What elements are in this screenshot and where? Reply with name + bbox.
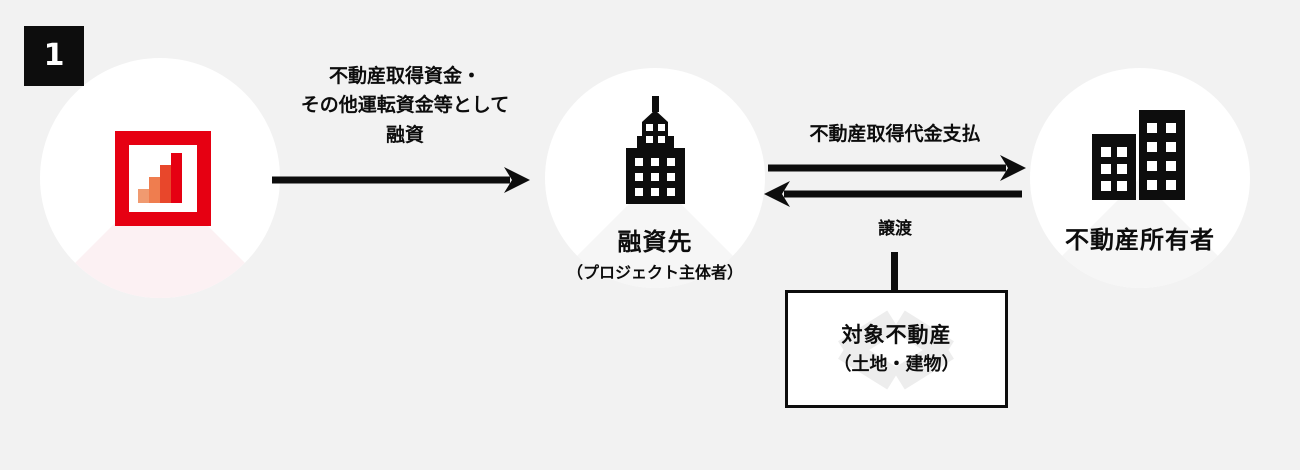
step-number-badge: 1 xyxy=(24,26,84,86)
edge-loan-label: 不動産取得資金・ その他運転資金等として 融資 xyxy=(262,62,548,150)
office-tower-icon xyxy=(626,96,685,204)
edge-payment-arrows xyxy=(764,155,1026,207)
node-borrower-label: 融資先 xyxy=(617,228,693,256)
node-property-box: 対象不動産 （土地・建物） xyxy=(785,290,1008,408)
edge-payment-label: 不動産取得代金支払 xyxy=(809,123,981,145)
node-borrower-caption: 融資先 （プロジェクト主体者） xyxy=(525,226,785,284)
node-property-sublabel: （土地・建物） xyxy=(833,354,960,376)
edge-loan-line3: 融資 xyxy=(385,123,424,146)
node-borrower-sublabel: （プロジェクト主体者） xyxy=(566,263,743,283)
two-buildings-icon xyxy=(1092,110,1185,200)
edge-payment-arrow-right xyxy=(768,155,1026,181)
edge-return-arrow-left xyxy=(764,181,1022,207)
node-owner-label: 不動産所有者 xyxy=(1065,226,1215,254)
node-owner-caption: 不動産所有者 xyxy=(1030,224,1250,256)
node-property-label: 対象不動産 xyxy=(841,322,952,347)
step-number-label: 1 xyxy=(43,38,65,73)
edge-loan-line2: その他運転資金等として xyxy=(300,94,510,117)
edge-transfer-label: 譲渡 xyxy=(878,219,912,239)
edge-loan-arrow-right xyxy=(272,167,530,193)
edge-transfer-connector xyxy=(891,252,898,292)
bar-chart-icon xyxy=(115,131,211,226)
edge-loan-line1: 不動産取得資金・ xyxy=(328,65,481,87)
